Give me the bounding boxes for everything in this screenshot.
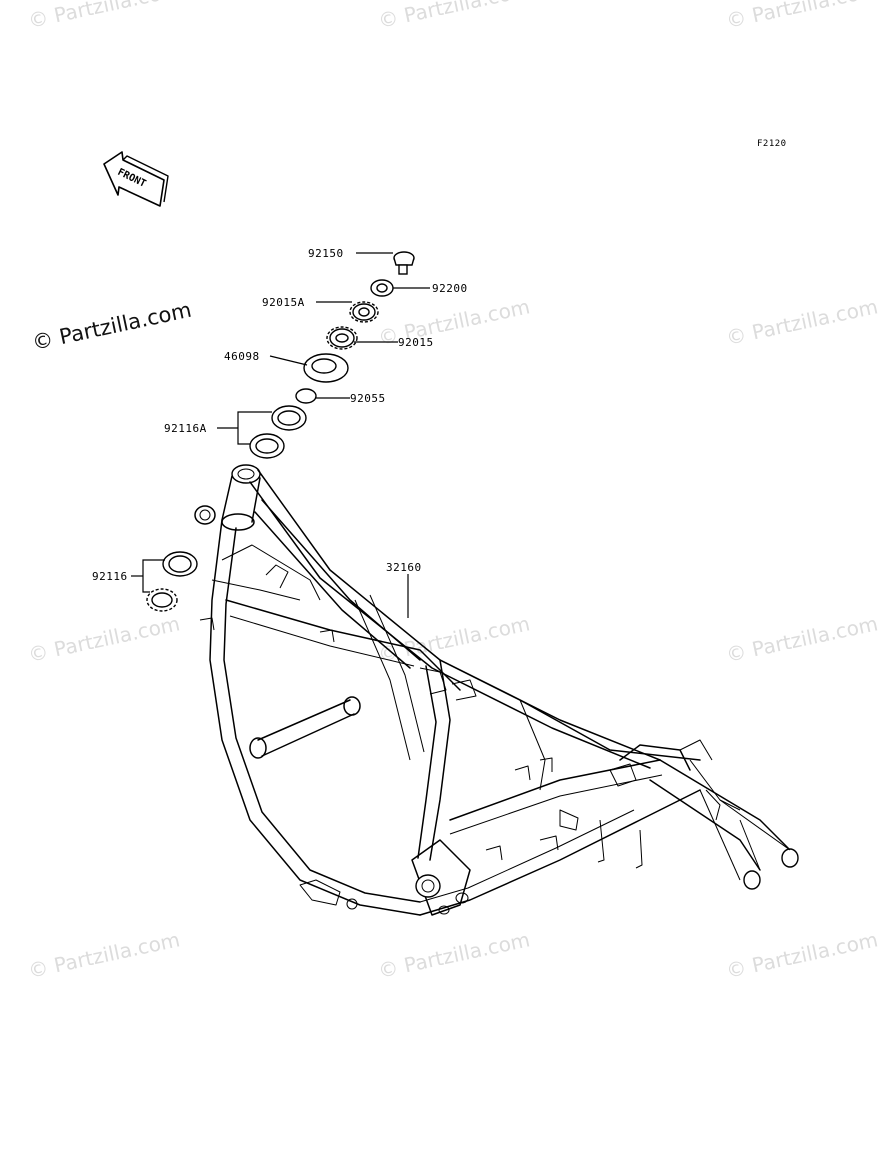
watermark: © Partzilla.com: [724, 927, 880, 983]
watermark: © Partzilla.com: [376, 927, 532, 983]
front-arrow-icon: FRONT: [103, 151, 169, 207]
part-label-92200[interactable]: 92200: [432, 282, 468, 295]
part-92116-bearing: [146, 588, 178, 612]
part-92015-nut: [326, 326, 358, 350]
part-92055-oring: [295, 388, 317, 404]
part-92015A-nut: [349, 301, 379, 323]
part-label-92150[interactable]: 92150: [308, 247, 344, 260]
part-label-92055[interactable]: 92055: [350, 392, 386, 405]
part-label-92015[interactable]: 92015: [398, 336, 434, 349]
part-labels: 92150 92200 92015A 92015 46098 92055 921…: [92, 247, 468, 583]
part-label-92015A[interactable]: 92015A: [262, 296, 305, 309]
watermark: © Partzilla.com: [26, 611, 182, 667]
part-92116A-bearing-upper: [271, 405, 307, 431]
part-92150-cap: [393, 251, 415, 275]
part-92116A-race: [249, 433, 285, 459]
watermark: © Partzilla.com: [724, 0, 880, 33]
leader-lines: [131, 252, 430, 618]
part-label-92116[interactable]: 92116: [92, 570, 128, 583]
watermark: © Partzilla.com: [724, 611, 880, 667]
steering-parts: [146, 251, 415, 612]
watermark: © Partzilla.com: [26, 0, 182, 33]
watermark: © Partzilla.com: [26, 927, 182, 983]
part-92200-washer: [370, 279, 394, 297]
watermark: © Partzilla.com: [724, 294, 880, 350]
part-label-46098[interactable]: 46098: [224, 350, 260, 363]
frame-32160: [194, 464, 799, 916]
part-label-92116A[interactable]: 92116A: [164, 422, 207, 435]
watermark-layer: © Partzilla.com © Partzilla.com © Partzi…: [26, 0, 880, 983]
diagram-code: F2120: [757, 139, 787, 149]
brand-watermark: © Partzilla.com: [30, 298, 194, 355]
part-92116-race: [162, 551, 198, 577]
part-label-32160[interactable]: 32160: [386, 561, 422, 574]
watermark: © Partzilla.com: [376, 0, 532, 33]
part-46098-seal: [303, 353, 349, 383]
